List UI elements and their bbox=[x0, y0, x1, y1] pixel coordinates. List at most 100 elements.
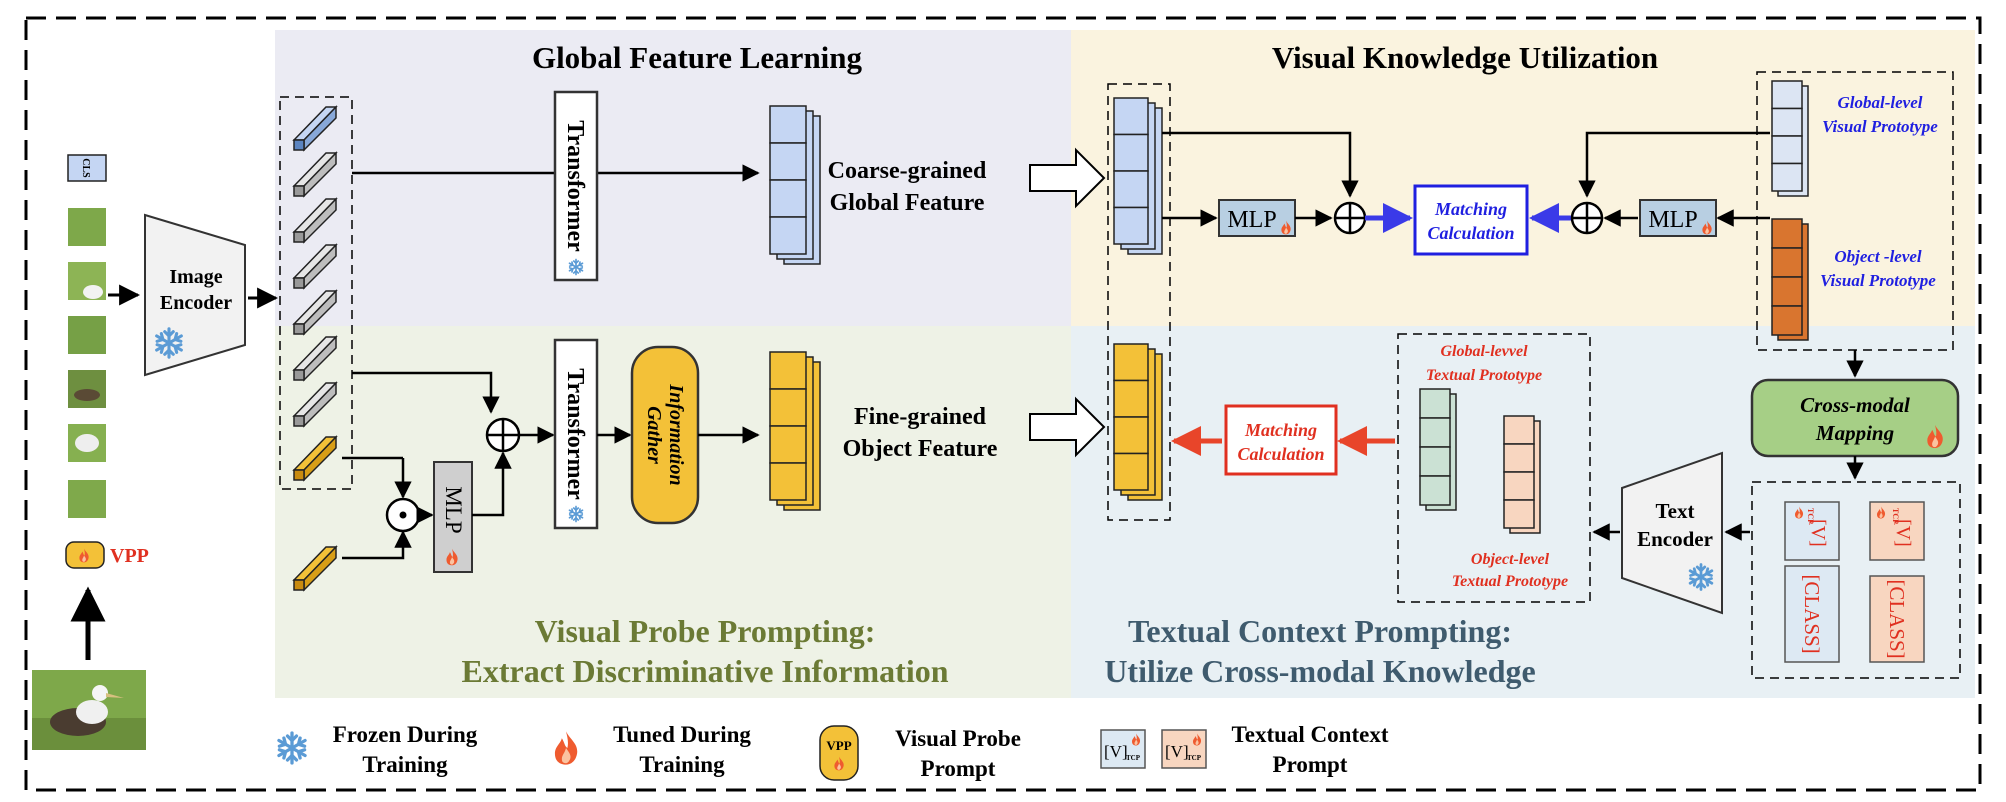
legend-tcp-label-1: Textual Context bbox=[1232, 722, 1389, 747]
cross-modal-label-2: Mapping bbox=[1815, 421, 1894, 445]
tcp-sub-peach: TCP bbox=[1891, 508, 1900, 524]
cls-token: CLS bbox=[67, 154, 107, 182]
legend-tcp-peach: [V] TCP bbox=[1161, 729, 1207, 769]
information-gather-label-1: Information bbox=[665, 383, 687, 485]
arrow-input-to-dot bbox=[342, 530, 412, 560]
legend-tuned-label-1: Tuned During bbox=[613, 722, 751, 747]
legend-tuned-label-2: Training bbox=[639, 752, 725, 777]
information-gather-label-2: Gather bbox=[643, 406, 665, 464]
matching-visual-label-2: Calculation bbox=[1427, 223, 1514, 243]
patch-feature-token bbox=[292, 151, 338, 198]
coarse-feature-label-1: Coarse-grained bbox=[828, 158, 987, 184]
matching-calculation-text: Matching Calculation bbox=[1224, 404, 1338, 476]
visual-knowledge-region bbox=[1071, 30, 1975, 326]
feature-column-box bbox=[1107, 83, 1171, 521]
global-text-proto-label-2: Textual Prototype bbox=[1426, 367, 1542, 384]
vpp-token-left bbox=[65, 541, 105, 569]
legend-tcp-label-2: Prompt bbox=[1273, 752, 1348, 777]
matching-text-label-2: Calculation bbox=[1237, 444, 1324, 464]
token-column bbox=[292, 105, 338, 482]
object-textual-prototype-stack bbox=[1503, 415, 1541, 534]
global-feature-stack-right bbox=[1113, 97, 1163, 255]
global-textual-prototype-stack bbox=[1419, 388, 1457, 511]
tcp-v-token-peach: [V] bbox=[1892, 519, 1914, 547]
global-text-proto-label-1: Global-levvel bbox=[1440, 343, 1528, 360]
legend-tcp-peach-sub: TCP bbox=[1187, 754, 1202, 762]
add-op-right bbox=[1570, 201, 1604, 235]
hollow-arrow-global bbox=[1029, 147, 1106, 209]
legend-vpp-label-1: Visual Probe bbox=[895, 726, 1021, 751]
image-encoder-label-1: Image bbox=[169, 266, 222, 288]
tcp-title-line2: Utilize Cross-modal Knowledge bbox=[1104, 653, 1535, 689]
outer-border bbox=[24, 16, 1982, 792]
text-encoder-label-2: Encoder bbox=[1637, 527, 1713, 551]
patch-feature-token bbox=[292, 335, 338, 382]
tcp-token-peach: [V] TCP bbox=[1869, 501, 1925, 561]
tcp-v-token-blue: [V] bbox=[1807, 519, 1829, 547]
vpp-title-line1: Visual Probe Prompting: bbox=[535, 613, 876, 649]
legend-tcp-peach-v: [V] bbox=[1165, 742, 1189, 761]
matching-visual-label-1: Matching bbox=[1434, 199, 1507, 219]
mlp-vpp-label: MLP bbox=[441, 486, 466, 533]
mlp-global-right: MLP bbox=[1639, 199, 1717, 237]
image-encoder: Image Encoder bbox=[144, 213, 246, 377]
cls-feature-token bbox=[292, 105, 338, 152]
cross-modal-mapping: Cross-modal Mapping bbox=[1750, 378, 1960, 458]
patch-feature-token bbox=[292, 243, 338, 290]
legend-frozen-label-2: Training bbox=[362, 752, 448, 777]
arrow-mlp-to-plus bbox=[472, 451, 512, 517]
input-image bbox=[32, 670, 146, 750]
patch-feature-token bbox=[292, 381, 338, 428]
cls-token-label: CLS bbox=[80, 158, 91, 178]
legend-frozen-label-1: Frozen During bbox=[333, 722, 478, 747]
object-visual-proto-label-2: Visual Prototype bbox=[1820, 271, 1936, 290]
matching-calculation-visual: Matching Calculation bbox=[1413, 184, 1529, 256]
object-feature-stack-right bbox=[1113, 343, 1163, 501]
legend-tcp-blue-sub: TCP bbox=[1126, 754, 1141, 762]
image-patches bbox=[68, 208, 106, 518]
information-gather: Information Gather bbox=[630, 345, 700, 525]
legend-vpp-badge-label: VPP bbox=[826, 738, 851, 753]
transformer-global: Transformer bbox=[553, 90, 599, 282]
hollow-arrow-fine bbox=[1029, 396, 1106, 458]
tcp-token-blue: [V] TCP bbox=[1784, 501, 1840, 561]
mlp-global-left-label: MLP bbox=[1227, 207, 1276, 233]
fine-object-feature-stack bbox=[769, 351, 821, 511]
mlp-global-left: MLP bbox=[1218, 199, 1296, 237]
legend-frozen-icon bbox=[277, 731, 307, 765]
vpp-feature-token bbox=[292, 435, 338, 482]
hadamard-product-op bbox=[385, 497, 421, 533]
image-patch-bird bbox=[83, 285, 103, 299]
object-text-proto-label-2: Textual Prototype bbox=[1452, 573, 1568, 590]
fine-feature-label-2: Object Feature bbox=[843, 436, 998, 462]
fine-feature-label-1: Fine-grained bbox=[854, 404, 987, 430]
image-patch bbox=[68, 316, 106, 354]
token-column-box bbox=[279, 96, 353, 490]
matching-text-label-1: Matching bbox=[1244, 420, 1317, 440]
vpp-title-line2: Extract Discriminative Information bbox=[461, 653, 948, 689]
object-text-proto-label-1: Object-level bbox=[1471, 551, 1550, 568]
mlp-vpp: MLP bbox=[433, 461, 473, 573]
patch-feature-token bbox=[292, 289, 338, 336]
tcp-sub-blue: TCP bbox=[1806, 508, 1815, 524]
textual-prototype-box bbox=[1397, 333, 1591, 603]
add-op-left bbox=[1333, 201, 1367, 235]
tcp-tokens-box bbox=[1751, 481, 1961, 679]
global-visual-proto-label-2: Visual Prototype bbox=[1822, 117, 1938, 136]
coarse-feature-label-2: Global Feature bbox=[830, 190, 985, 216]
tcp-title-line1: Textual Context Prompting: bbox=[1128, 613, 1512, 649]
global-visual-prototype-stack bbox=[1771, 80, 1809, 197]
class-token-blue: [CLASS] bbox=[1784, 565, 1840, 663]
legend-tcp-blue-v: [V] bbox=[1104, 742, 1128, 761]
coarse-global-feature-stack bbox=[769, 105, 821, 265]
patch-feature-token bbox=[292, 197, 338, 244]
global-visual-proto-label-1: Global-level bbox=[1838, 93, 1923, 112]
image-patch bbox=[68, 480, 106, 518]
legend-vpp-label-2: Prompt bbox=[921, 756, 996, 781]
image-encoder-label-2: Encoder bbox=[160, 292, 232, 314]
arrow-global-to-plus bbox=[1162, 131, 1359, 198]
visual-knowledge-title: Visual Knowledge Utilization bbox=[1272, 40, 1658, 75]
global-feature-region bbox=[275, 30, 1071, 326]
global-feature-title: Global Feature Learning bbox=[532, 40, 863, 75]
transformer-vpp: Transformer bbox=[553, 338, 599, 530]
